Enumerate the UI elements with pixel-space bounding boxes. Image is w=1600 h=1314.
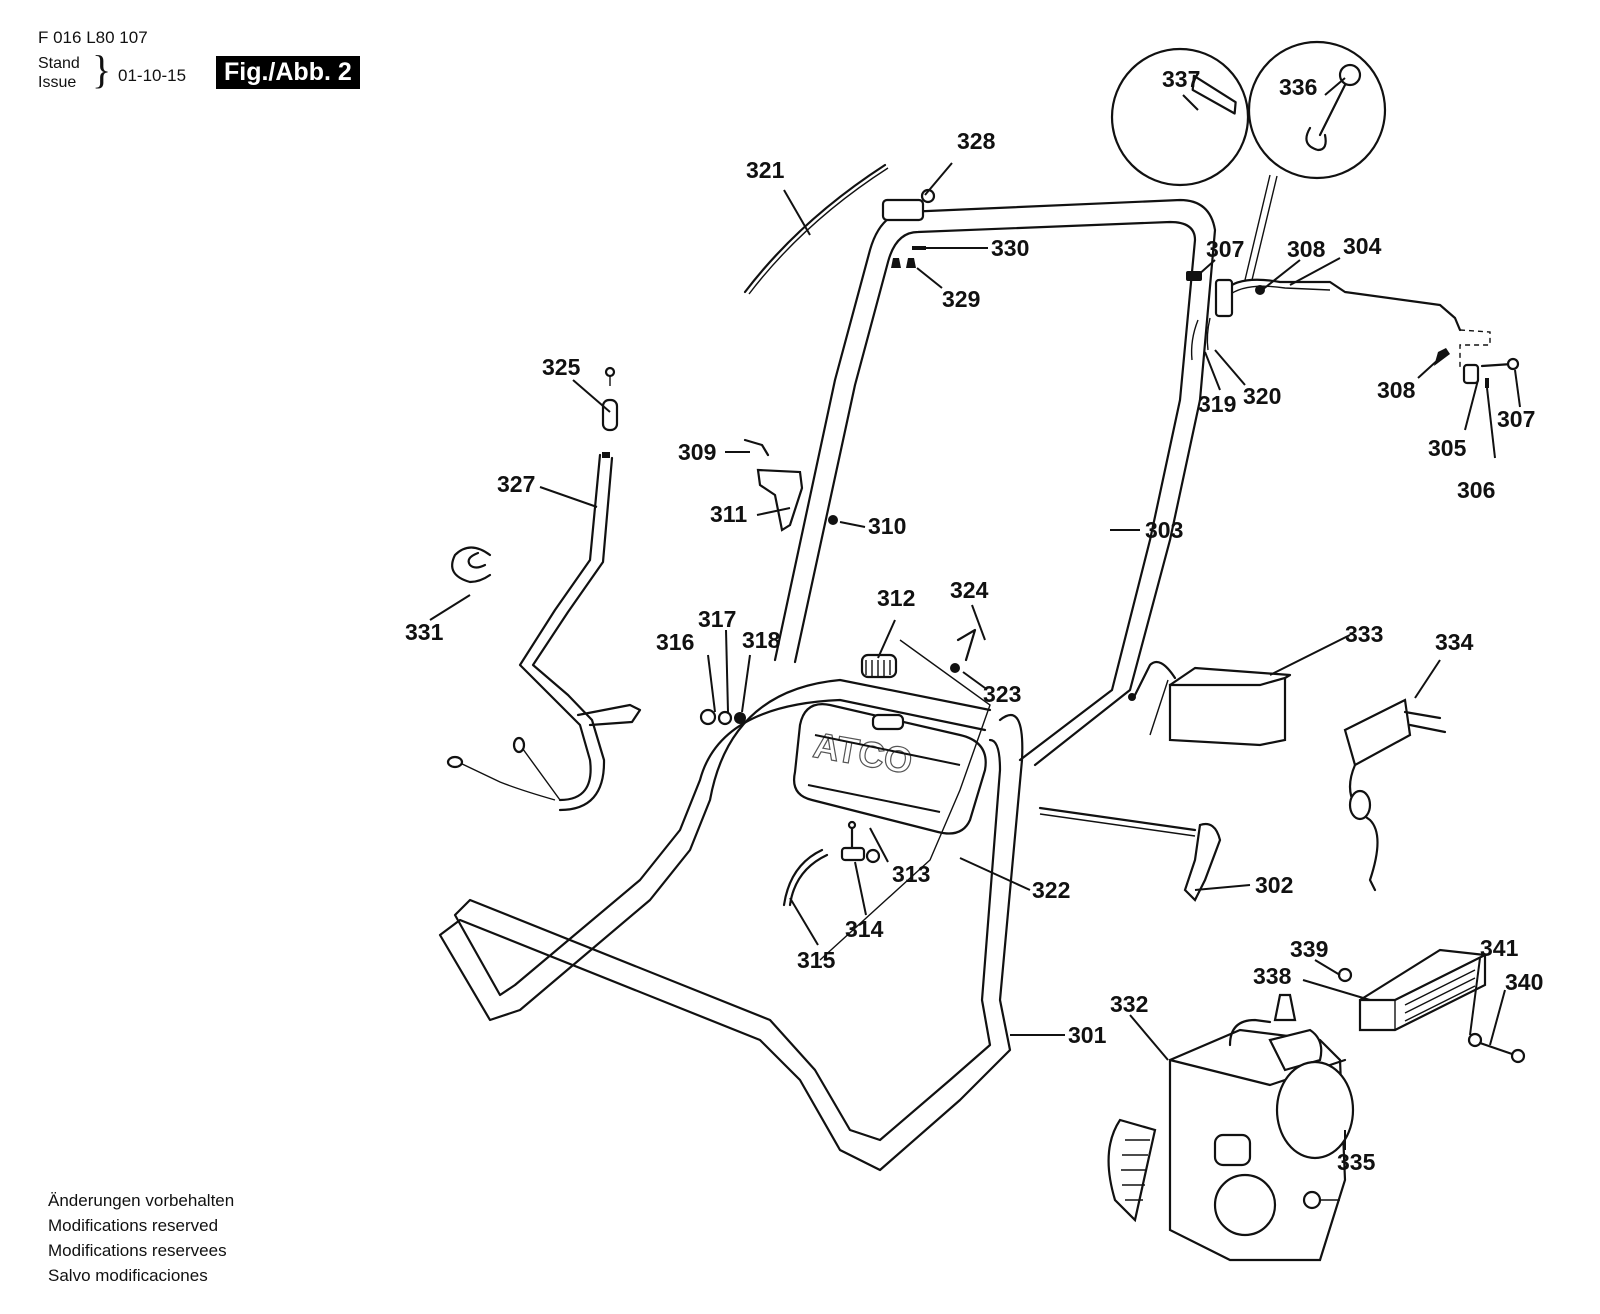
issue-date: 01-10-15: [118, 66, 187, 85]
callout-338: 338: [1253, 963, 1292, 989]
callout-311: 311: [710, 501, 747, 527]
document-number: F 016 L80 107: [38, 28, 148, 47]
clamp-311: [756, 468, 804, 532]
cable-322: [819, 639, 991, 961]
tank-cap: [860, 653, 898, 679]
callout-309: 309: [678, 439, 716, 465]
callout-334: 334: [1435, 629, 1474, 655]
throttle-rod-302: [1038, 806, 1222, 902]
callout-327: 327: [497, 471, 535, 497]
callout-314: 314: [845, 916, 884, 942]
control-rod-assembly: [1186, 271, 1491, 370]
note-fr: Modifications reservees: [48, 1241, 227, 1260]
callout-337: 337: [1162, 66, 1200, 92]
callout-310: 310: [868, 513, 906, 539]
callout-labels: 301 302 303 304 305 306 307 307 308 308 …: [405, 66, 1543, 1175]
callout-319: 319: [1198, 391, 1236, 417]
washers-316-318: [699, 708, 746, 726]
fuel-hose-315: [782, 848, 829, 907]
cable-321-inner: [748, 167, 889, 295]
connector-325: [601, 366, 619, 432]
issue-label: Issue: [38, 74, 77, 91]
fuel-tap-314: [840, 820, 881, 864]
leader-lines: [429, 77, 1521, 1150]
callout-329: 329: [942, 286, 980, 312]
exhaust-338: [1337, 948, 1526, 1064]
wiring-harness: [446, 452, 642, 812]
callout-325: 325: [542, 354, 581, 380]
washer-341: [1467, 1032, 1483, 1048]
figure-label: Fig./Abb. 2: [216, 56, 360, 89]
callout-307-top: 307: [1206, 236, 1244, 262]
nut-339: [1337, 967, 1353, 983]
callout-336: 336: [1279, 74, 1317, 100]
note-es: Salvo modificaciones: [48, 1266, 208, 1285]
note-de: Änderungen vorbehalten: [48, 1191, 235, 1210]
brace-icon: }: [92, 47, 112, 92]
callout-322: 322: [1032, 877, 1070, 903]
switch-328: [881, 188, 936, 222]
callout-317: 317: [698, 606, 736, 632]
lower-handle-frame: [438, 678, 1024, 1172]
inset-336: [1247, 40, 1387, 180]
nut-310: [828, 515, 838, 525]
stand-label: Stand: [38, 55, 80, 72]
callout-328: 328: [957, 128, 996, 154]
callout-318: 318: [742, 627, 781, 653]
callout-335: 335: [1337, 1149, 1376, 1175]
inset-pointer: [1244, 174, 1278, 281]
callout-323: 323: [983, 681, 1021, 707]
callout-306: 306: [1457, 477, 1495, 503]
note-en: Modifications reserved: [48, 1216, 219, 1235]
inset-337: [1110, 47, 1250, 187]
callout-324: 324: [950, 577, 989, 603]
callout-308-right: 308: [1377, 377, 1416, 403]
callout-308-top: 308: [1287, 236, 1326, 262]
callout-341: 341: [1480, 935, 1519, 961]
battery-333: [1128, 660, 1292, 747]
callout-333: 333: [1345, 621, 1383, 647]
callout-321: 321: [746, 157, 785, 183]
bolt-340: [1478, 1041, 1517, 1057]
stand-issue-labels: Stand Issue: [38, 54, 80, 92]
fuel-tank: ATCO: [793, 703, 987, 835]
callout-331: 331: [405, 619, 444, 645]
small-parts-right: [1434, 348, 1520, 388]
engine-332: [1107, 993, 1355, 1262]
callout-315: 315: [797, 947, 836, 973]
screws-329: [891, 246, 926, 268]
callout-305: 305: [1428, 435, 1467, 461]
callout-313: 313: [892, 861, 930, 887]
tank-filler-neck: [871, 713, 905, 731]
charger-334: [1343, 698, 1447, 892]
callout-316: 316: [656, 629, 694, 655]
callout-304: 304: [1343, 233, 1382, 259]
cable-321: [743, 163, 887, 294]
footer-notes: Änderungen vorbehalten Modifications res…: [48, 1188, 234, 1288]
callout-340: 340: [1505, 969, 1543, 995]
c-clip-331: [451, 546, 492, 584]
callout-332: 332: [1110, 991, 1148, 1017]
bolt-309: [743, 438, 770, 457]
callout-301: 301: [1068, 1022, 1107, 1048]
callout-339: 339: [1290, 936, 1328, 962]
callout-312: 312: [877, 585, 915, 611]
callout-307-right: 307: [1497, 406, 1535, 432]
callout-302: 302: [1255, 872, 1293, 898]
upper-handle-tube: [773, 198, 1217, 767]
screws-323-324: [950, 628, 977, 673]
callout-330: 330: [991, 235, 1029, 261]
callout-303: 303: [1145, 517, 1183, 543]
callout-320: 320: [1243, 383, 1281, 409]
